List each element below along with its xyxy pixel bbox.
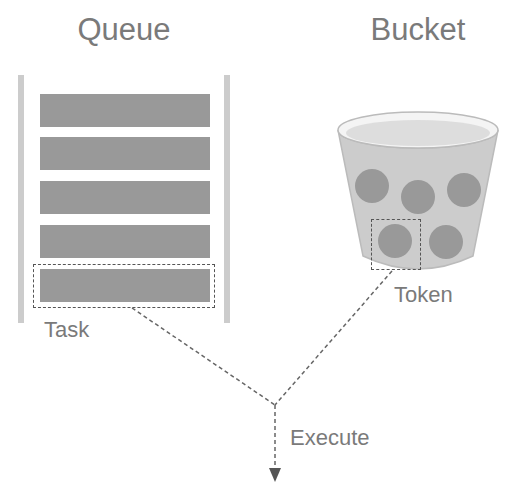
- bucket-outline: [336, 110, 500, 278]
- queue-slot: [40, 269, 210, 302]
- dashed-leader: [132, 308, 275, 405]
- token-circle: [378, 224, 412, 258]
- bucket-body: [338, 130, 498, 269]
- queue-box: QueueTask: [18, 75, 230, 323]
- bucket-box: BucketToken: [336, 110, 500, 278]
- task-label: Task: [44, 319, 89, 341]
- dashed-leader: [275, 271, 392, 405]
- token-box: Token: [371, 219, 421, 270]
- token-label: Token: [394, 284, 453, 306]
- token-circle: [355, 169, 389, 203]
- execute-label: Execute: [290, 427, 370, 449]
- task-box: Task: [33, 264, 215, 308]
- bucket-inner: [346, 120, 490, 146]
- bucket-rim: [338, 112, 498, 148]
- queue-slot: [40, 94, 210, 127]
- execute-line: [274, 405, 276, 470]
- token-circle: [401, 180, 435, 214]
- arrow-head: [269, 468, 281, 482]
- queue-slot: [40, 225, 210, 258]
- queue-slot: [40, 137, 210, 170]
- bucket-heading: Bucket: [336, 14, 500, 45]
- token-circle: [447, 173, 481, 207]
- queue-heading: Queue: [24, 14, 224, 45]
- queue-slot: [40, 181, 210, 214]
- token-circle: [429, 225, 463, 259]
